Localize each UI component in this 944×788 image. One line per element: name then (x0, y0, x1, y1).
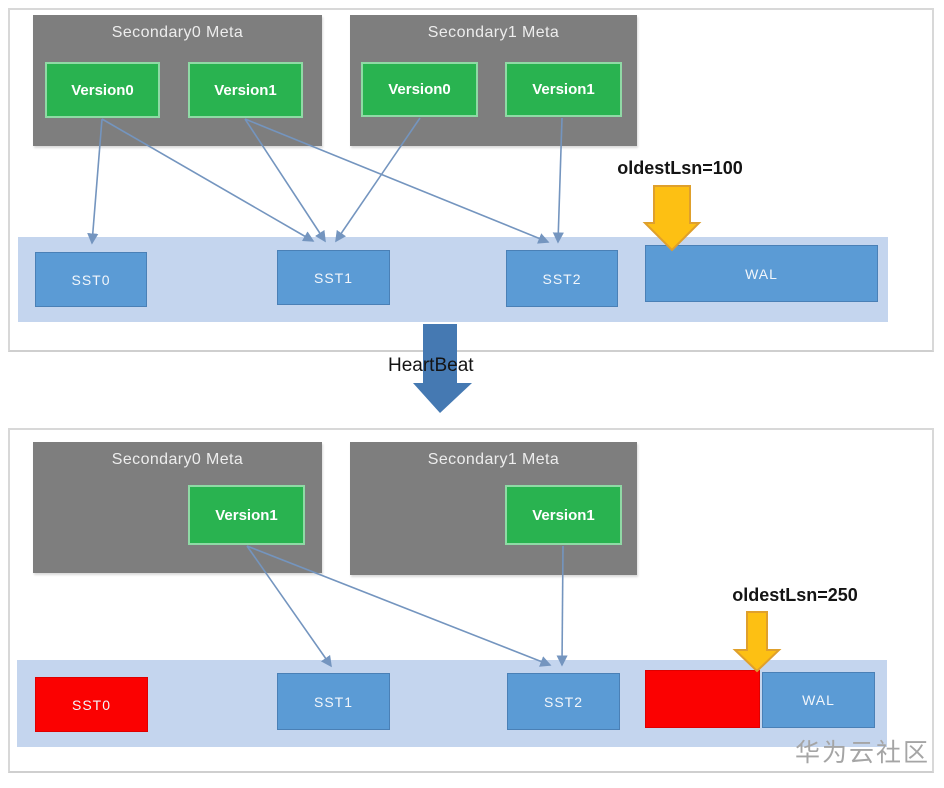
bottom-secondary0-meta-title: Secondary0 Meta (111, 451, 244, 468)
bottom-sst1-box: SST1 (277, 673, 390, 730)
bottom-secondary1-meta-box: Secondary1 Meta Version1 (350, 442, 637, 575)
heartbeat-label: HeartBeat (388, 355, 474, 376)
bottom-wal-stale-prefix-block (645, 670, 760, 728)
top-sst2-box: SST2 (506, 250, 618, 307)
bottom-state-panel: Secondary0 Meta Version1 Secondary1 Meta… (8, 428, 934, 773)
bottom-sst0-box-stale: SST0 (35, 677, 148, 732)
top-secondary1-version0-box: Version0 (361, 62, 478, 117)
bottom-secondary1-version1-box: Version1 (505, 485, 622, 545)
top-sst0-box: SST0 (35, 252, 147, 307)
top-sst1-box: SST1 (277, 250, 390, 305)
top-secondary0-version0-box: Version0 (45, 62, 160, 118)
top-state-panel: Secondary0 Meta Version0 Version1 Second… (8, 8, 934, 352)
top-wal-box: WAL (645, 245, 878, 302)
top-secondary0-version1-box: Version1 (188, 62, 303, 118)
oldestlsn-250-label: oldestLsn=250 (732, 585, 858, 605)
watermark-text: 华为云社区 (795, 738, 931, 767)
bottom-wal-box: WAL (762, 672, 875, 728)
top-secondary0-meta-title: Secondary0 Meta (111, 24, 244, 41)
bottom-sst2-box: SST2 (507, 673, 620, 730)
bottom-secondary0-version1-box: Version1 (188, 485, 305, 545)
bottom-storage-band: SST0 SST1 SST2 WAL (17, 660, 887, 747)
top-secondary0-meta-box: Secondary0 Meta Version0 Version1 (33, 15, 322, 146)
oldestlsn-100-label: oldestLsn=100 (617, 158, 743, 178)
bottom-secondary0-meta-box: Secondary0 Meta Version1 (33, 442, 322, 573)
top-storage-band: SST0 SST1 SST2 WAL (18, 237, 888, 322)
top-secondary1-version1-box: Version1 (505, 62, 622, 117)
top-secondary1-meta-box: Secondary1 Meta Version0 Version1 (350, 15, 637, 146)
bottom-secondary1-meta-title: Secondary1 Meta (427, 451, 560, 468)
top-secondary1-meta-title: Secondary1 Meta (427, 24, 560, 41)
